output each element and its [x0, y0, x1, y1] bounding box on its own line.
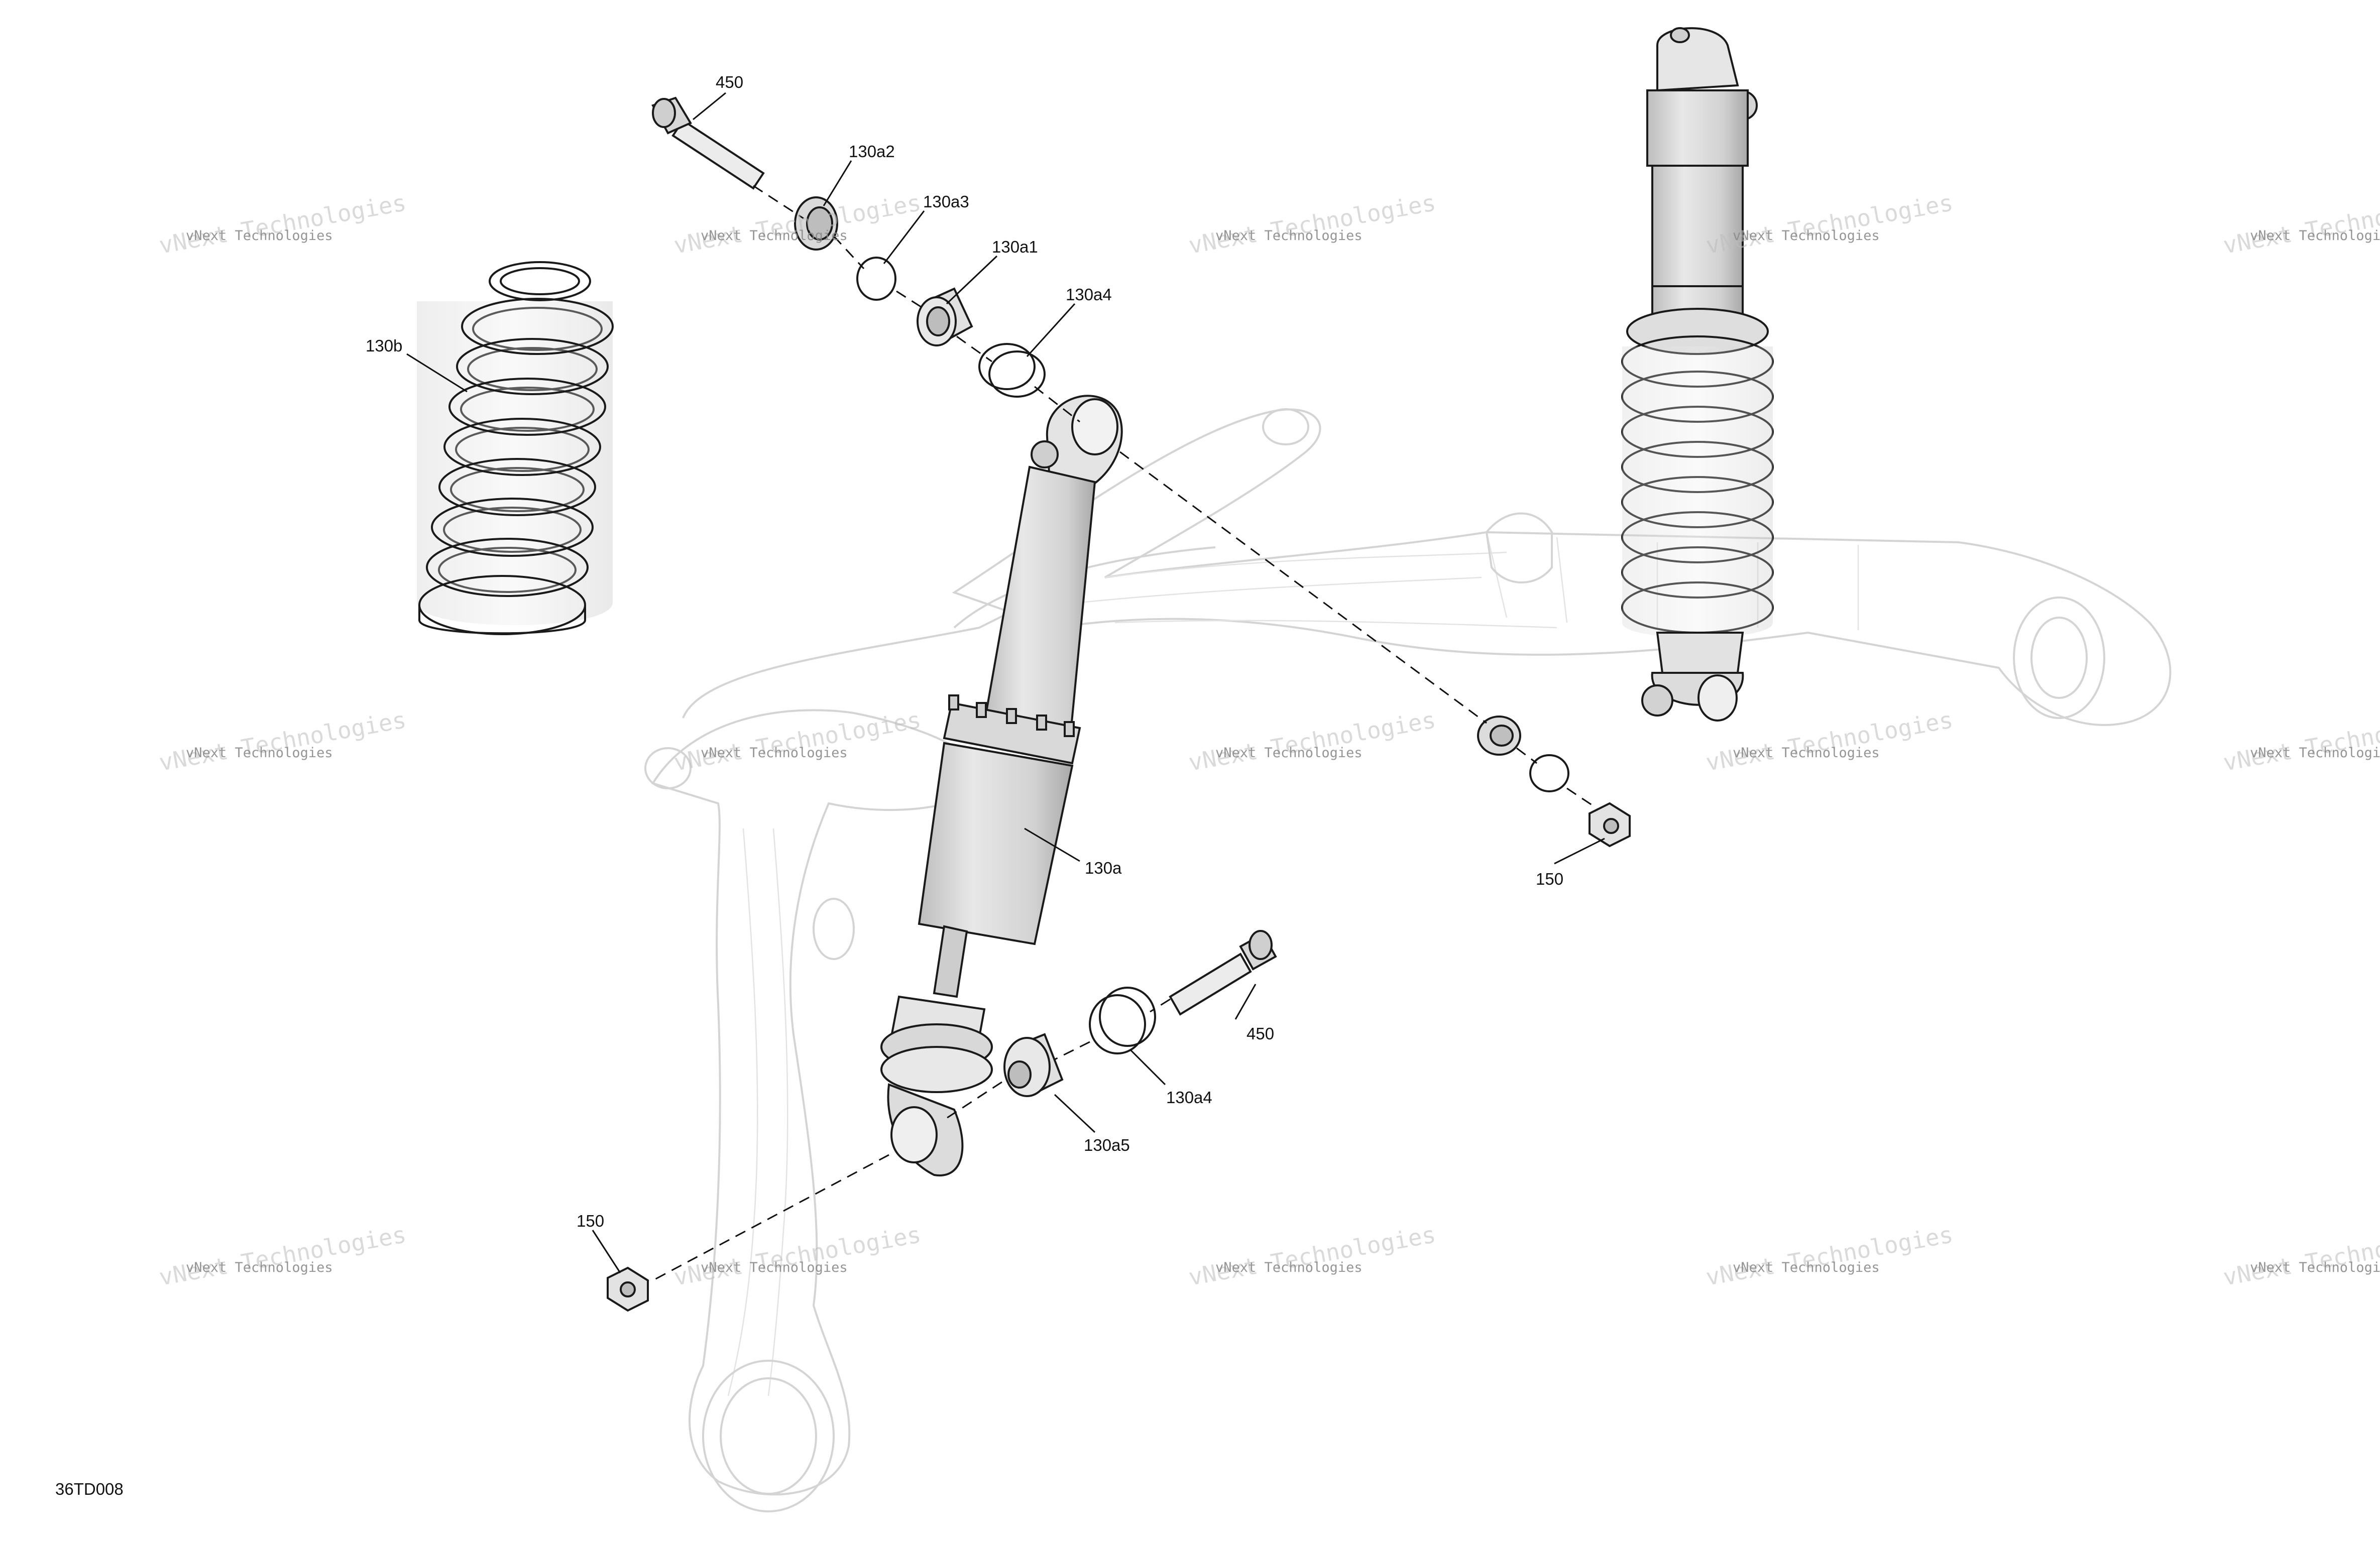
watermark-tile: vNext Technologies: [1187, 189, 1438, 259]
assembled-shock-right: [1621, 27, 1774, 722]
callout-130b: 130b: [366, 336, 402, 355]
bearing-130a1: [917, 287, 973, 346]
callout-130a2: 130a2: [849, 142, 895, 161]
bolt-450-top: [651, 96, 765, 190]
callout-150-left: 150: [577, 1212, 604, 1230]
watermark-tile: vNext Technologies: [2221, 189, 2380, 259]
shock-absorber-130a: [880, 395, 1123, 1176]
callout-130a: 130a: [1085, 859, 1122, 877]
watermark-text-small: vNext Technologies: [701, 1260, 848, 1275]
watermark-text: vNext Technologies: [672, 1221, 923, 1291]
watermark-tile: vNext Technologies: [2221, 1221, 2380, 1291]
watermark-tile: vNext Technologies: [157, 189, 408, 259]
callout-130a1: 130a1: [992, 238, 1038, 256]
watermark-text: vNext Technologies: [672, 189, 923, 259]
watermark-tile: vNext Technologies: [672, 1221, 923, 1291]
watermark-text-small: vNext Technologies: [2250, 745, 2380, 761]
watermark-tile: vNext Technologies: [157, 1221, 408, 1291]
callout-130a4-bottom: 130a4: [1166, 1088, 1212, 1107]
washer-130a3: [856, 257, 896, 301]
watermark-text-small: vNext Technologies: [1215, 1260, 1363, 1275]
callout-130a5: 130a5: [1084, 1136, 1130, 1154]
watermark-tile: vNext Technologies: [1187, 706, 1438, 776]
watermark-tile: vNext Technologies: [672, 189, 923, 259]
watermark-text-small: vNext Technologies: [701, 228, 848, 244]
bearing-130a5: [1003, 1033, 1064, 1097]
watermark-text-small: vNext Technologies: [186, 1260, 333, 1275]
watermark-tile: vNext Technologies: [672, 706, 923, 776]
snap-ring-130a4-top: [978, 343, 1046, 398]
watermark-text-small: vNext Technologies: [2250, 228, 2380, 244]
bushing-right: [1477, 716, 1521, 756]
watermark-text: vNext Technologies: [1187, 706, 1438, 776]
watermark-text: vNext Technologies: [2221, 189, 2380, 259]
leader-lines: [406, 92, 1605, 1273]
watermark-text-small: vNext Technologies: [1733, 1260, 1880, 1275]
bolt-450-bottom: [1169, 930, 1277, 1016]
watermark-text-small: vNext Technologies: [701, 745, 848, 761]
watermark-tile: vNext Technologies: [157, 706, 408, 776]
callout-450-top: 450: [716, 73, 743, 91]
watermark-tile: vNext Technologies: [2221, 706, 2380, 776]
watermark-text-small: vNext Technologies: [1733, 745, 1880, 761]
watermark-text: vNext Technologies: [157, 189, 408, 259]
watermark-text-small: vNext Technologies: [2250, 1260, 2380, 1275]
drawing-reference-code: 36TD008: [55, 1480, 124, 1498]
watermark-text: vNext Technologies: [157, 1221, 408, 1291]
watermark-tile: vNext Technologies: [1187, 1221, 1438, 1291]
callout-labels: 450 130a2 130a3 130a1 130a4 130b 130a 15…: [366, 73, 1563, 1230]
watermark-text-small: vNext Technologies: [1215, 745, 1363, 761]
callout-150-right: 150: [1536, 870, 1563, 888]
watermark-text-small: vNext Technologies: [186, 228, 333, 244]
nut-150-right: [1589, 802, 1631, 848]
ghost-upper-a-arm: [952, 408, 2172, 726]
nut-150-left: [607, 1266, 649, 1312]
watermark-tile: vNext Technologies: [1704, 706, 1955, 776]
watermark-text: vNext Technologies: [1187, 1221, 1438, 1291]
watermark-text: vNext Technologies: [672, 706, 923, 776]
watermark-text-small: vNext Technologies: [1215, 228, 1363, 244]
watermark-text: vNext Technologies: [1187, 189, 1438, 259]
watermark-text: vNext Technologies: [157, 706, 408, 776]
watermark-tile: vNext Technologies: [1704, 1221, 1955, 1291]
bushing-130a2: [794, 196, 838, 251]
watermark-text: vNext Technologies: [1704, 1221, 1955, 1291]
watermark-text: vNext Technologies: [2221, 706, 2380, 776]
assembly-axes: [652, 185, 1598, 1281]
snap-ring-130a4-bottom: [1089, 987, 1156, 1054]
watermark-text: vNext Technologies: [1704, 706, 1955, 776]
watermark-text-small: vNext Technologies: [186, 745, 333, 761]
coil-spring-130b: [417, 261, 614, 635]
callout-130a4-top: 130a4: [1066, 285, 1112, 304]
watermark-text-small: vNext Technologies: [1733, 228, 1880, 244]
callout-130a3: 130a3: [923, 192, 969, 211]
washer-right: [1529, 754, 1569, 792]
callout-450-bottom: 450: [1246, 1024, 1274, 1043]
watermark-text: vNext Technologies: [2221, 1221, 2380, 1291]
